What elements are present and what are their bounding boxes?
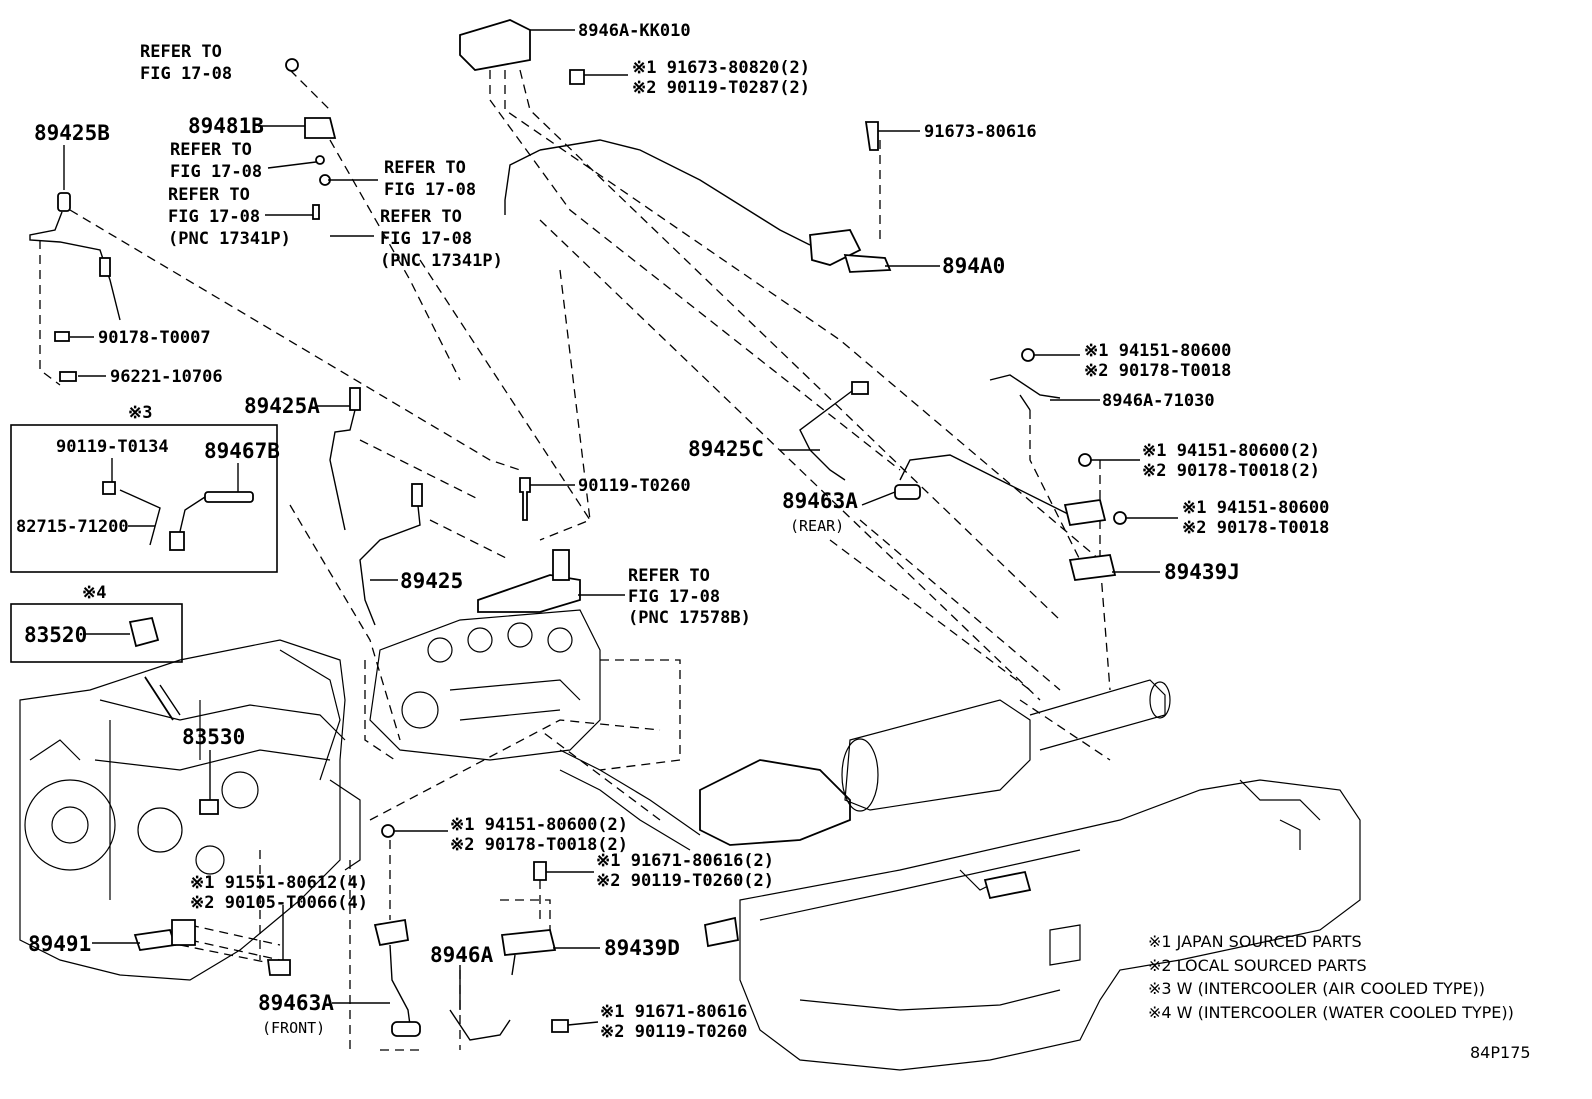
fuel-tank-shape [703, 779, 1361, 1071]
part-90178-t0018-a: ※2 90178-T0018 [1084, 361, 1231, 381]
leader-lines [63, 29, 1178, 1026]
part-82715-71200: 82715-71200 [16, 517, 129, 537]
part-89463a-rear: 89463A [782, 489, 858, 513]
refer-label-5: REFER TO [380, 207, 462, 227]
inset-box-air-cooled [10, 424, 278, 573]
part-83520: 83520 [24, 623, 87, 647]
part-89425b: 89425B [34, 121, 110, 145]
inset-mark-3: ※3 [128, 403, 152, 423]
exhaust-system-shape [559, 679, 1171, 851]
label-rear: (REAR) [790, 517, 844, 535]
part-89439d: 89439D [604, 936, 680, 960]
harness-8946a-shape [449, 1009, 511, 1041]
part-90178-t0007: 90178-T0007 [98, 328, 211, 348]
part-91673-80616: 91673-80616 [924, 122, 1037, 142]
legend-item-3: ※3 W (INTERCOOLER (AIR COOLED TYPE)) [1148, 979, 1485, 998]
part-94151-80600-a: ※1 94151-80600 [1084, 341, 1231, 361]
legend-item-2: ※2 LOCAL SOURCED PARTS [1148, 956, 1367, 975]
part-91551-80612: ※1 91551-80612(4) [190, 873, 368, 893]
legend: ※1 JAPAN SOURCED PARTS ※2 LOCAL SOURCED … [1148, 932, 1514, 1022]
gearbox-shape [369, 609, 601, 761]
sensor-89463a-front-shape [373, 918, 421, 1037]
dashed-guide-lines [39, 69, 1111, 1051]
part-94151-80600-c: ※1 94151-80600 [1182, 498, 1329, 518]
part-89467b: 89467B [204, 439, 280, 463]
part-83530: 83530 [182, 725, 245, 749]
part-89425a: 89425A [244, 394, 320, 418]
part-91671-80616-b: ※1 91671-80616 [600, 1002, 747, 1022]
part-90105-t0066: ※2 90105-T0066(4) [190, 893, 368, 913]
part-91673-80820: ※1 91673-80820(2) [632, 58, 810, 78]
inset-mark-4: ※4 [82, 583, 106, 603]
part-90119-t0260-a: ※2 90119-T0260(2) [596, 871, 774, 891]
part-90178-t0018-d: ※2 90178-T0018(2) [450, 835, 628, 855]
part-89463a-front: 89463A [258, 991, 334, 1015]
refer-label-6: REFER TO [628, 566, 710, 586]
harness-8946a-71030-shape [989, 374, 1061, 411]
engine-block-shape [19, 639, 361, 981]
legend-item-4: ※4 W (INTERCOOLER (WATER COOLED TYPE)) [1148, 1003, 1514, 1022]
part-90178-t0018-c: ※2 90178-T0018 [1182, 518, 1329, 538]
label-front: (FRONT) [262, 1019, 325, 1037]
part-8946a: 8946A [430, 943, 494, 967]
part-83520-shape [128, 616, 160, 648]
part-89481b: 89481B [188, 114, 264, 138]
part-89439j: 89439J [1164, 560, 1240, 584]
bracket-89481b-shape [285, 58, 337, 220]
part-89425c: 89425C [688, 437, 764, 461]
part-91671-80616-a: ※1 91671-80616(2) [596, 851, 774, 871]
part-89491: 89491 [28, 932, 91, 956]
bracket-89439j-shape [1063, 498, 1117, 581]
inset-box-water-cooled [10, 603, 183, 663]
part-8946a-kk010: 8946A-KK010 [578, 21, 691, 41]
sensor-89425a-shape [329, 387, 361, 531]
part-89425: 89425 [400, 569, 463, 593]
refer-label-4: REFER TO [384, 158, 466, 178]
part-90119-t0260-b: ※2 90119-T0260 [600, 1022, 747, 1042]
refer-label-3b: FIG 17-08 [168, 207, 260, 227]
part-894a0: 894A0 [942, 254, 1005, 278]
refer-label-4b: FIG 17-08 [384, 180, 476, 200]
bracket-89439d-shape [500, 929, 557, 976]
figure-id: 84P175 [1470, 1043, 1531, 1062]
sensor-894a0-shape [504, 139, 892, 273]
refer-label-6b: FIG 17-08 [628, 587, 720, 607]
ecu-8946a-kk010-shape [459, 19, 531, 71]
sensor-89425-shape [359, 483, 423, 626]
refer-label-2b: FIG 17-08 [170, 162, 262, 182]
part-8946a-71030: 8946A-71030 [1102, 391, 1215, 411]
part-90119-t0134: 90119-T0134 [56, 437, 169, 457]
part-90119-t0287: ※2 90119-T0287(2) [632, 78, 810, 98]
refer-label-1: REFER TO [140, 42, 222, 62]
sensor-89467b-shape [119, 489, 254, 551]
part-94151-80600-d: ※1 94151-80600(2) [450, 815, 628, 835]
refer-label-2: REFER TO [170, 140, 252, 160]
sensor-89425c-shape [799, 381, 869, 481]
refer-label-5b: FIG 17-08 [380, 229, 472, 249]
sensor-89425b-shape [29, 192, 121, 321]
part-94151-80600-b: ※1 94151-80600(2) [1142, 441, 1320, 461]
pnc-label-3: (PNC 17578B) [628, 608, 751, 628]
refer-label-1b: FIG 17-08 [140, 64, 232, 84]
pnc-label-2: (PNC 17341P) [380, 251, 503, 271]
refer-label-3: REFER TO [168, 185, 250, 205]
part-96221-10706: 96221-10706 [110, 367, 223, 387]
fastener-shapes [54, 69, 1127, 1033]
sensor-89491-shape [133, 919, 196, 951]
part-90119-t0260: 90119-T0260 [578, 476, 691, 496]
legend-item-1: ※1 JAPAN SOURCED PARTS [1148, 932, 1362, 951]
part-90178-t0018-b: ※2 90178-T0018(2) [1142, 461, 1320, 481]
pnc-label-1: (PNC 17341P) [168, 229, 291, 249]
bracket-plate-shape [477, 549, 581, 613]
